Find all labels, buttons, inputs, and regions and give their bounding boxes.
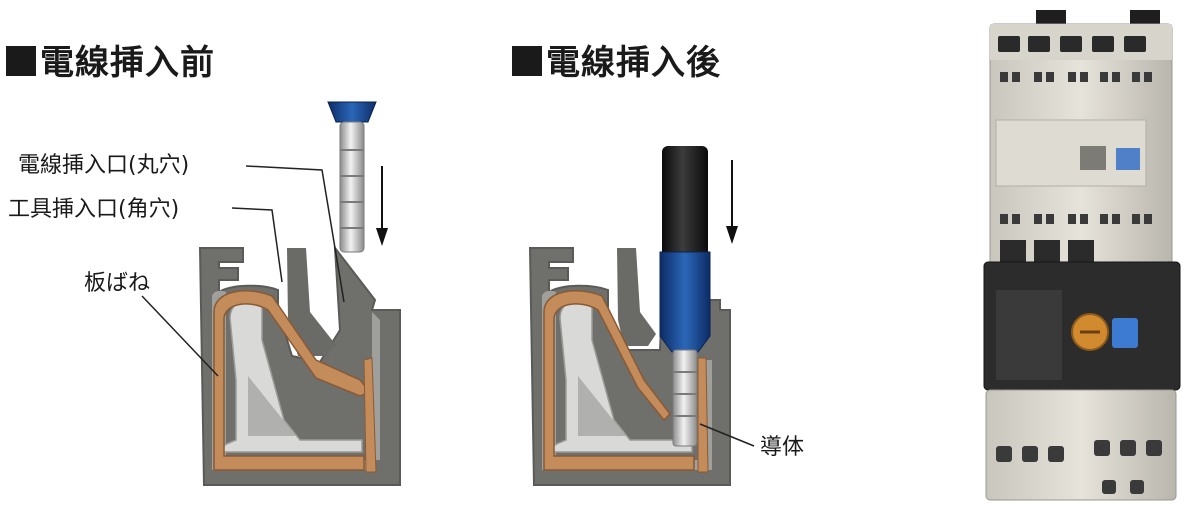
before-terminal-diagram [141, 101, 401, 486]
conductor-label: 導体 [760, 435, 805, 460]
tool-hole-block [617, 248, 656, 346]
after-terminal-diagram [528, 146, 755, 486]
heading-square-icon [512, 46, 542, 76]
after-title: 電線挿入後 [546, 43, 721, 83]
holder-brace [248, 376, 296, 436]
before-heading: 電線挿入前 [6, 46, 215, 80]
conductor-leader [699, 423, 755, 447]
after-heading: 電線挿入後 [512, 46, 721, 80]
leaf-spring-side [697, 357, 709, 473]
ferrule-before [327, 101, 377, 253]
leaf-spring [213, 290, 372, 471]
tool-hole-label: 工具挿入口(角穴) [8, 197, 180, 222]
tool-hole-leader [231, 207, 283, 283]
before-title: 電線挿入前 [40, 43, 215, 83]
insert-arrow-icon [376, 166, 388, 246]
leaf-spring-label: 板ばね [84, 271, 151, 296]
wire-hole-leader [245, 165, 345, 303]
wire-inserted [659, 146, 711, 447]
leaf-spring-side [363, 357, 377, 473]
insert-arrow-icon [726, 160, 738, 244]
tool-hole-block [287, 248, 336, 356]
contactor-product-image [983, 10, 1181, 501]
wire-hole-label: 電線挿入口(丸穴) [18, 153, 190, 178]
leaf-spring [543, 290, 695, 471]
holder-brace [578, 376, 626, 436]
heading-square-icon [6, 46, 36, 76]
leaf-spring-leader [141, 295, 219, 377]
